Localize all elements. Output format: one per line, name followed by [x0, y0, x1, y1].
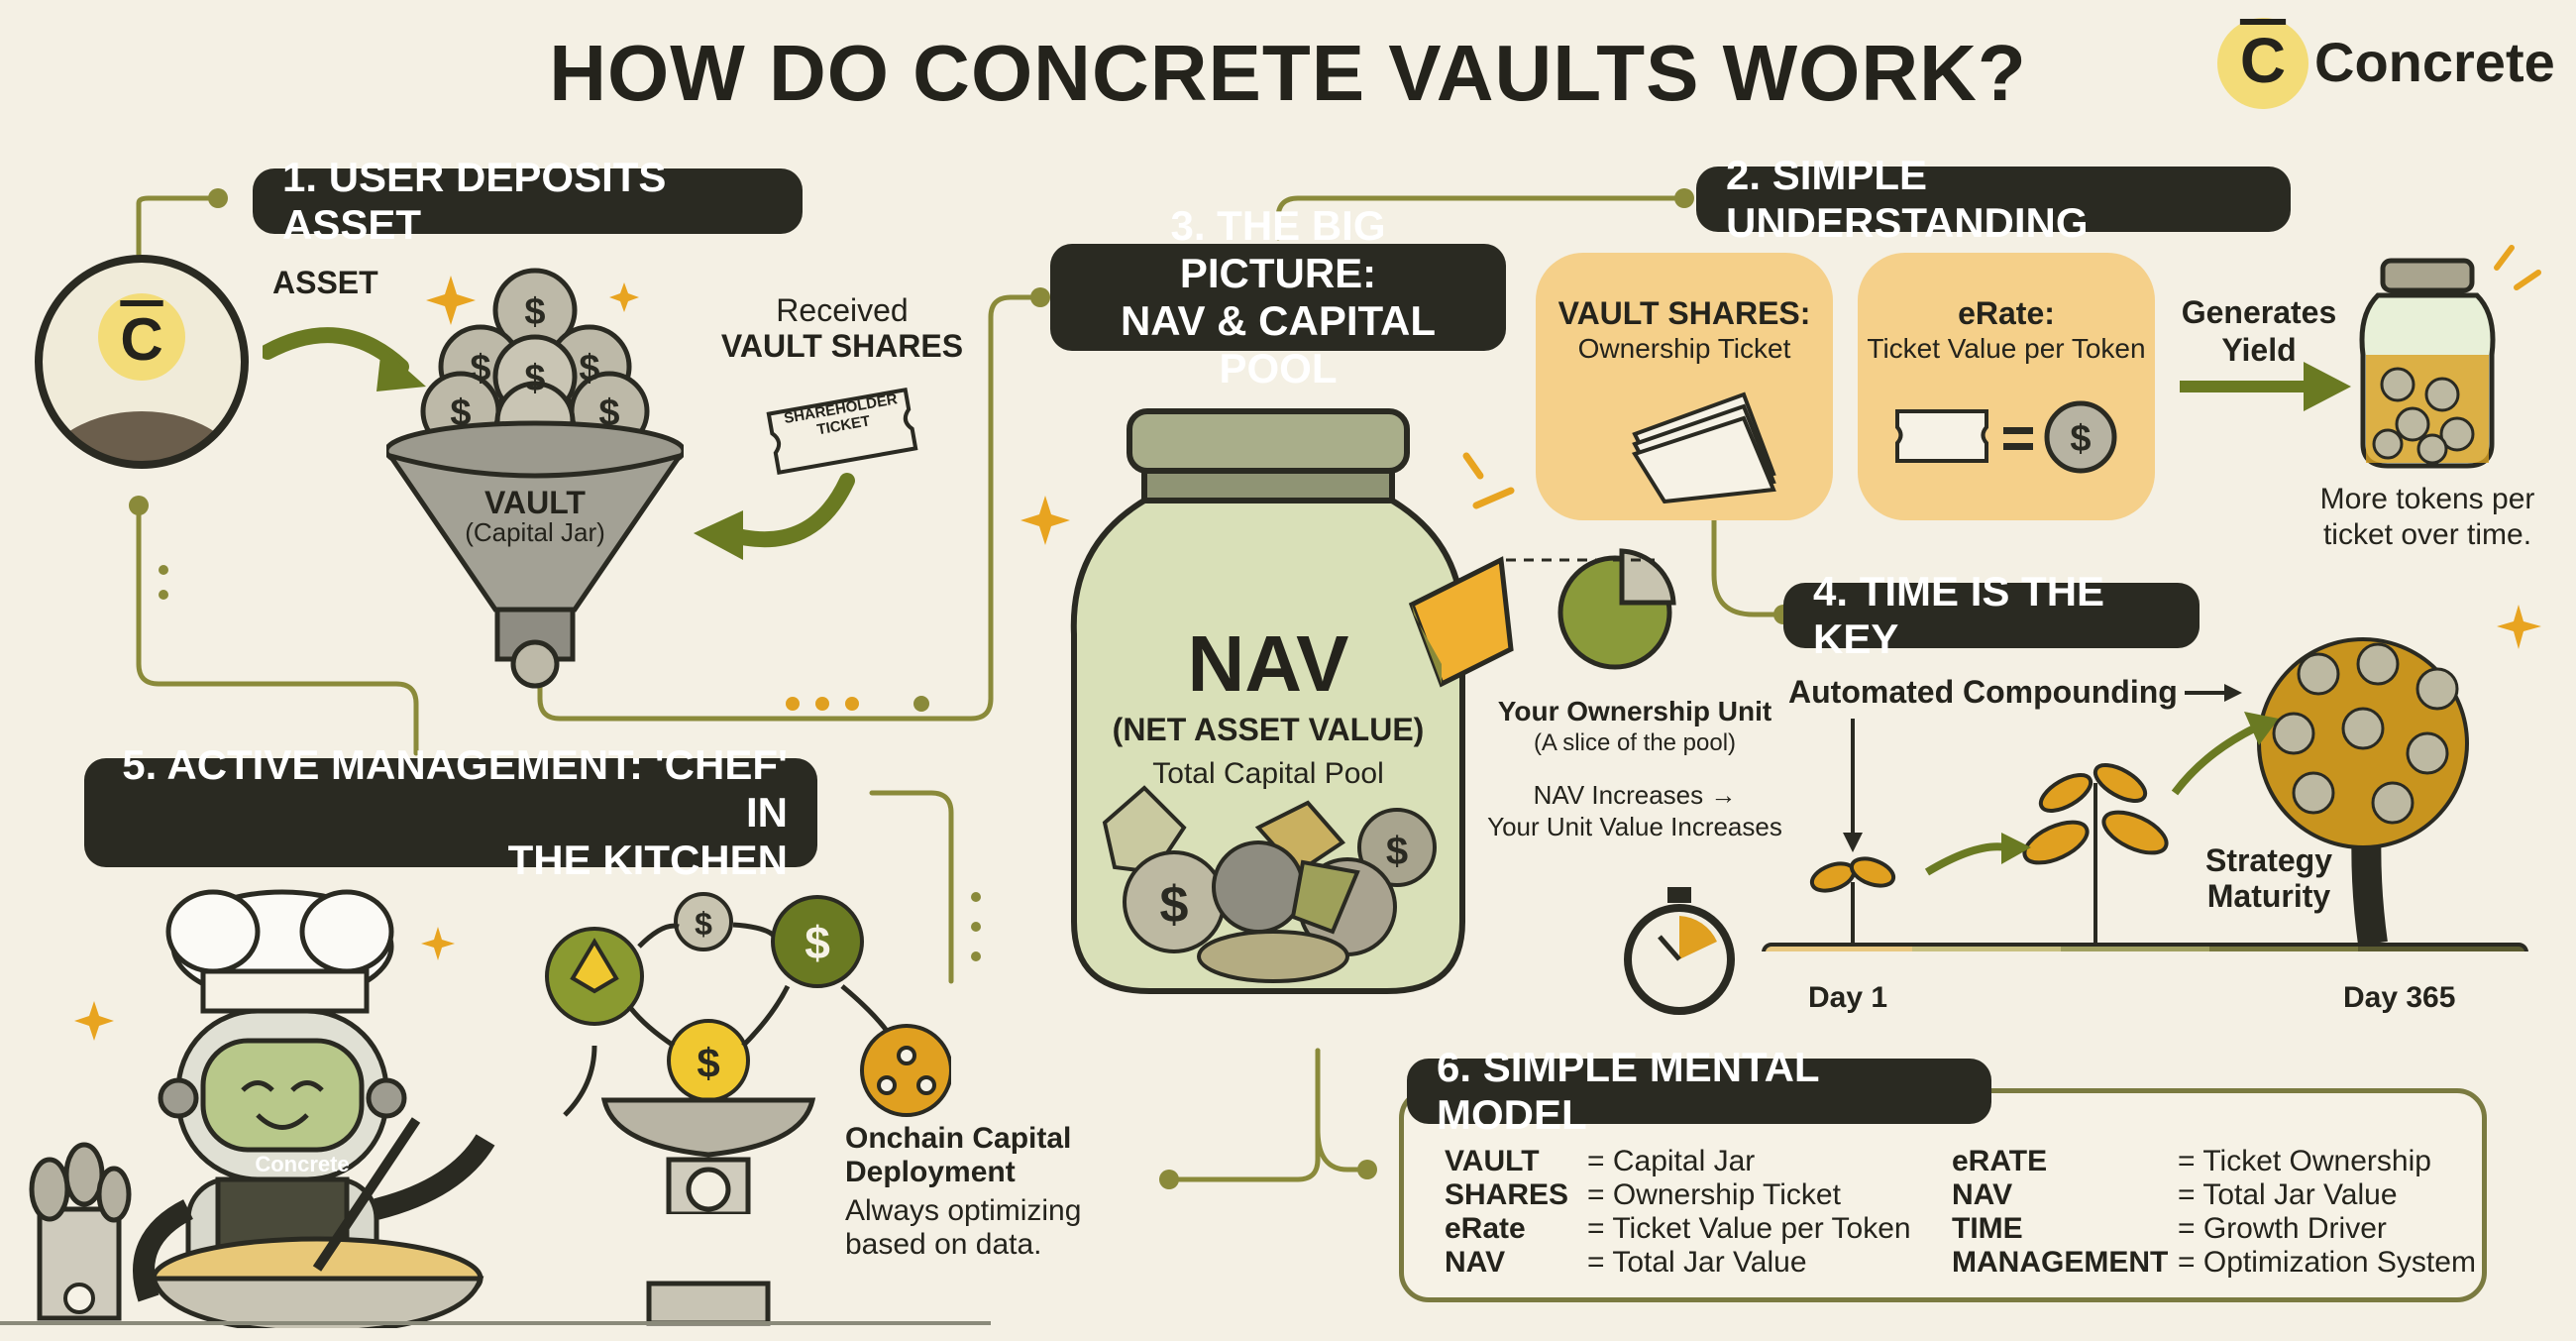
svg-text:$: $ [2070, 418, 2091, 460]
model-def: = Ticket Ownership [2178, 1145, 2431, 1177]
model-def: = Total Jar Value [2178, 1178, 2398, 1211]
vault-shares-title: VAULT SHARES: [1557, 295, 1811, 331]
vault-sublabel: (Capital Jar) [465, 517, 605, 547]
pie-chart-icon [1557, 548, 1676, 670]
model-def: = Total Jar Value [1587, 1246, 1807, 1279]
svg-text:$: $ [1160, 876, 1189, 934]
ticket-equals-coin-icon: $ [1895, 400, 2117, 474]
page-title: HOW DO CONCRETE VAULTS WORK? [549, 29, 2027, 117]
shine-marks-icon [1462, 452, 1515, 509]
brand-name: Concrete [2314, 31, 2555, 93]
shine-marks-icon [2494, 245, 2541, 290]
model-term: NAV [1445, 1246, 1506, 1279]
day-end-label: Day 365 [2343, 981, 2456, 1014]
pool-slice-icon [1408, 556, 1514, 688]
sparkle-icon [74, 1001, 114, 1041]
pool-label: Total Capital Pool [1152, 757, 1384, 790]
scale-base-icon [646, 1281, 771, 1326]
coin-jar-icon [2359, 258, 2496, 469]
svg-text:$: $ [524, 358, 545, 399]
model-term: eRate [1445, 1212, 1526, 1245]
ground-line [0, 1321, 991, 1325]
step1-label: 1. USER DEPOSITS ASSET [253, 154, 803, 248]
model-term: eRATE [1952, 1145, 2048, 1177]
svg-text:$: $ [695, 906, 712, 942]
nav-title: NAV [1187, 619, 1349, 708]
erate-title: eRate: [1958, 295, 2055, 331]
model-term: NAV [1952, 1178, 2013, 1211]
sparkle-icon [609, 282, 639, 312]
model-left-defs: = Capital Jar = Ownership Ticket = Ticke… [1587, 1145, 1911, 1280]
model-term: SHARES [1445, 1178, 1569, 1211]
ticket-stack-icon [1631, 391, 1776, 503]
robot-chef-illustration [29, 889, 495, 1328]
nav-subtitle: (NET ASSET VALUE) [1112, 712, 1425, 747]
mental-model-box [1399, 1088, 2487, 1302]
model-right-defs: = Ticket Ownership = Total Jar Value = G… [2178, 1145, 2476, 1280]
step6-label: 6. SIMPLE MENTAL MODEL [1407, 1044, 1991, 1138]
pointer-down-icon [1843, 719, 1863, 852]
sparkle-icon [2497, 605, 2541, 649]
vault-funnel-icon: $$$ $$$ [386, 268, 684, 689]
svg-text:$: $ [579, 348, 599, 390]
compounding-arrow-icon [2185, 684, 2242, 702]
model-def: = Ticket Value per Token [1587, 1212, 1911, 1245]
brand-mark-icon: C [2217, 18, 2308, 109]
model-def: = Growth Driver [2178, 1212, 2387, 1245]
svg-text:$: $ [524, 291, 545, 333]
user-avatar-icon [35, 255, 249, 469]
yield-arrow-icon [2180, 362, 2351, 411]
sparkle-icon [421, 927, 455, 960]
nav-jar-icon: $ $ [1070, 408, 1466, 994]
step2-label: 2. SIMPLE UNDERSTANDING [1696, 152, 2291, 246]
model-term: MANAGEMENT [1952, 1246, 2169, 1279]
sparkle-icon [426, 276, 476, 325]
erate-sub: Ticket Value per Token [1867, 333, 2146, 364]
svg-text:$: $ [450, 392, 471, 434]
dashed-pointer [1506, 558, 1655, 562]
sparkle-icon [1020, 496, 1070, 545]
model-def: = Capital Jar [1587, 1145, 1756, 1177]
compounding-label: Automated Compounding [1788, 674, 2178, 710]
received-label: Received [776, 292, 909, 328]
nav-increase-note: NAV Increases →Your Unit Value Increases [1487, 780, 1782, 841]
ownership-unit-title: Your Ownership Unit [1497, 696, 1772, 726]
svg-text:$: $ [1386, 830, 1408, 873]
arrow-back-to-vault-icon [694, 473, 855, 560]
model-left-terms: VAULT SHARES eRate NAV [1445, 1145, 1568, 1280]
model-def: = Optimization System [2178, 1246, 2476, 1279]
arrow-to-vault-icon [263, 327, 426, 391]
apron-brand: Concrete [255, 1152, 350, 1176]
vault-label: VAULT [484, 485, 586, 520]
capital-flow-diagram: $ $ $ [545, 892, 951, 1214]
model-term: TIME [1952, 1212, 2023, 1245]
ownership-unit-sub: (A slice of the pool) [1533, 729, 1737, 756]
svg-text:$: $ [805, 917, 830, 968]
model-def: = Ownership Ticket [1587, 1178, 1841, 1211]
shareholder-ticket-icon [766, 387, 918, 476]
vault-shares-sub: Ownership Ticket [1577, 333, 1791, 364]
step3-label: 3. THE BIG PICTURE:NAV & CAPITAL POOL [1050, 202, 1506, 391]
model-term: VAULT [1445, 1145, 1540, 1177]
user-avatar-glyph: C [120, 306, 163, 373]
erate-card [1858, 253, 2155, 520]
svg-text:$: $ [697, 1040, 719, 1086]
asset-label: ASSET [272, 265, 378, 300]
svg-text:$: $ [598, 392, 619, 434]
received-shares-label: VAULT SHARES [720, 328, 964, 364]
growth-timeline [1762, 637, 2528, 951]
stopwatch-icon [1624, 887, 1735, 1015]
svg-text:$: $ [470, 348, 490, 390]
brand-logo: C Concrete [2217, 16, 2555, 115]
day-start-label: Day 1 [1808, 981, 1888, 1014]
model-right-terms: eRATE NAV TIME MANAGEMENT [1952, 1145, 2168, 1280]
